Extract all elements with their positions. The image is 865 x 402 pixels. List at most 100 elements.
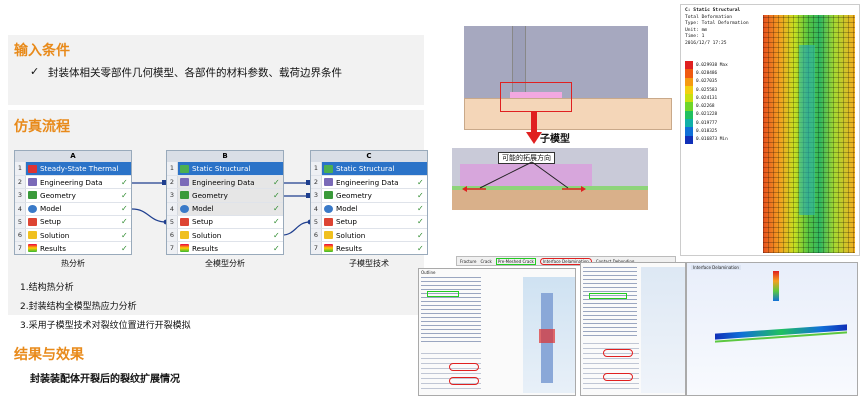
result-section-title: 结果与效果: [14, 347, 84, 363]
viewport-highlight: [539, 329, 555, 343]
results-icon: [28, 244, 37, 253]
delamination-result-view: Interface Delamination: [686, 262, 858, 396]
legend-swatch: [685, 119, 693, 128]
legend-entry: 0.02268: [685, 102, 728, 111]
row-label: Model: [192, 204, 214, 214]
geometry-icon: [180, 191, 189, 200]
row-label: Geometry: [192, 190, 228, 200]
details-highlight: [449, 363, 479, 371]
step-3: 3.采用子模型技术对裂纹位置进行开裂模拟: [20, 321, 191, 331]
contour-header-line: Type: Total Deformation: [685, 21, 749, 27]
outline-title: Outline: [421, 270, 436, 275]
legend-swatch: [685, 135, 693, 144]
system-b-title-row[interactable]: 1 Static Structural: [167, 162, 283, 176]
row-number: 4: [311, 202, 322, 215]
row-label: Model: [40, 204, 62, 214]
system-a-caption: 热分析: [61, 259, 85, 268]
structural-icon: [180, 164, 189, 173]
mechanical-screenshot-right: [580, 262, 686, 396]
system-b-caption: 全模型分析: [205, 259, 245, 268]
legend-swatch: [685, 85, 693, 95]
submodel-top: [460, 164, 592, 186]
row-number: 1: [15, 162, 26, 176]
result-tree-title: Interface Delamination: [691, 265, 741, 270]
check-icon: ✓: [417, 230, 424, 240]
row-label: Setup: [40, 217, 61, 227]
row-label: Solution: [192, 230, 222, 240]
full-model-view: [432, 26, 672, 132]
legend-swatch: [685, 77, 693, 86]
legend-swatch: [685, 102, 693, 111]
legend-label: 0.018325: [696, 129, 718, 135]
details-highlight: [449, 377, 479, 385]
row-number: 1: [311, 162, 322, 176]
legend-label: 0.016873 Min: [696, 137, 728, 143]
input-bullet-icon: ✓: [30, 65, 40, 78]
input-section-title: 输入条件: [14, 43, 70, 59]
tab-contact-debonding[interactable]: Contact Debonding: [595, 258, 635, 264]
check-icon: ✓: [417, 190, 424, 200]
legend-entry: 0.024131: [685, 94, 728, 103]
row-number: 2: [311, 176, 322, 189]
engineering-data-icon: [28, 178, 37, 187]
row-number: 5: [167, 215, 178, 228]
deformation-contour-view: C: Static Structural Total Deformation T…: [680, 4, 860, 256]
submodel-substrate: [452, 190, 648, 210]
tab-pre-meshed-crack[interactable]: Pre-Meshed Crack: [495, 257, 536, 265]
tab-fracture[interactable]: Fracture: [460, 258, 477, 264]
system-c-title-row[interactable]: 1 Static Structural: [311, 162, 427, 176]
system-a-title-row[interactable]: 1 Steady-State Thermal: [15, 162, 131, 176]
input-section: [8, 35, 424, 105]
top-layer: [464, 26, 648, 98]
tab-crack[interactable]: Crack: [480, 258, 492, 264]
row-number: 6: [167, 228, 178, 242]
row-number: 2: [15, 176, 26, 189]
legend-label: 0.028486: [696, 70, 718, 76]
contour-header: C: Static Structural Total Deformation T…: [685, 8, 749, 48]
row-number: 7: [311, 242, 322, 255]
thermal-icon: [28, 164, 37, 173]
check-icon: ✓: [121, 217, 128, 227]
legend-label: 0.019777: [696, 120, 718, 126]
geometry-icon: [28, 191, 37, 200]
system-c-title: Static Structural: [336, 164, 395, 174]
outline-tree: [583, 267, 637, 339]
result-text: 封装装配体开裂后的裂纹扩展情况: [30, 374, 180, 385]
submodel-highlight: [500, 82, 572, 112]
legend-entry: 0.021228: [685, 110, 728, 120]
row-label: Geometry: [336, 190, 372, 200]
setup-icon: [28, 217, 37, 226]
legend-swatch: [685, 110, 693, 120]
legend-label: 0.027035: [696, 79, 718, 85]
tab-interface-delamination[interactable]: Interface Delamination: [539, 257, 592, 265]
row-number: 1: [167, 162, 178, 176]
contour-title: C: Static Structural: [685, 8, 741, 13]
row-number: 7: [15, 242, 26, 255]
legend-label: 0.025583: [696, 87, 718, 93]
row-number: 3: [15, 189, 26, 202]
row-label: Solution: [336, 230, 366, 240]
engineering-data-icon: [180, 178, 189, 187]
